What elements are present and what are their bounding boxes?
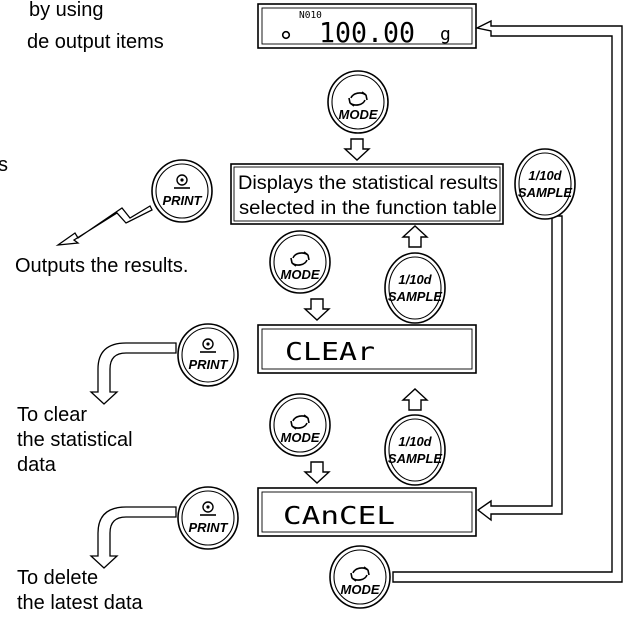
sample-key-2[interactable]: 1/10d SAMPLE bbox=[384, 252, 446, 324]
outputs-results-text: Outputs the results. bbox=[15, 255, 188, 277]
mode-key-2[interactable]: MODE bbox=[269, 230, 331, 294]
clear-bent-arrow bbox=[89, 342, 177, 405]
stable-indicator-icon bbox=[281, 30, 291, 40]
print-key-1[interactable]: PRINT bbox=[151, 159, 213, 223]
sample-key-top-label: 1/10d bbox=[398, 272, 432, 287]
flow-down-arrow-2 bbox=[304, 298, 330, 321]
mode-key-4[interactable]: MODE bbox=[329, 545, 391, 609]
print-key-label: PRINT bbox=[189, 520, 229, 535]
clear-desc-line-1: To clear bbox=[17, 404, 87, 426]
weight-value: 100.00 bbox=[319, 16, 415, 49]
sample-to-cancel-arrow bbox=[476, 215, 563, 522]
stat-text-line-2: selected in the function table bbox=[239, 198, 497, 219]
sample-key-bottom-label: SAMPLE bbox=[518, 185, 573, 200]
clear-desc-line-2: the statistical bbox=[17, 429, 133, 451]
sample-key-3[interactable]: 1/10d SAMPLE bbox=[384, 414, 446, 486]
left-fragment-text: s bbox=[0, 154, 8, 176]
sample-key-top-label: 1/10d bbox=[398, 434, 432, 449]
return-loop-arrow bbox=[392, 19, 623, 583]
flow-up-arrow-1 bbox=[402, 225, 428, 248]
mode-cycle-icon bbox=[329, 545, 391, 609]
statistics-box bbox=[230, 163, 504, 225]
mode-key-1[interactable]: MODE bbox=[327, 70, 389, 134]
cancel-display bbox=[257, 487, 477, 537]
clear-display-text: CLEAr bbox=[285, 337, 375, 366]
mode-cycle-icon bbox=[327, 70, 389, 134]
print-key-label: PRINT bbox=[163, 193, 203, 208]
mode-key-3[interactable]: MODE bbox=[269, 393, 331, 457]
top-left-text-2: de output items bbox=[27, 31, 164, 53]
print-icon bbox=[151, 159, 213, 223]
output-lightning-icon bbox=[55, 205, 153, 246]
print-icon bbox=[177, 323, 239, 387]
delete-desc-line-2: the latest data bbox=[17, 592, 144, 614]
mode-key-label: MODE bbox=[341, 582, 380, 597]
sample-key-top-label: 1/10d bbox=[528, 168, 562, 183]
clear-desc-line-3: data bbox=[17, 454, 57, 476]
clear-display bbox=[257, 324, 477, 374]
sample-key-right[interactable]: 1/10d SAMPLE bbox=[514, 148, 576, 220]
print-icon bbox=[177, 486, 239, 550]
sample-counter: N010 bbox=[299, 10, 322, 21]
flow-up-arrow-2 bbox=[402, 388, 428, 411]
print-key-2[interactable]: PRINT bbox=[177, 323, 239, 387]
top-display bbox=[257, 3, 477, 49]
stat-text-line-1: Displays the statistical results bbox=[238, 173, 498, 194]
top-left-text: by using bbox=[29, 0, 104, 21]
unit-label: g bbox=[440, 24, 451, 45]
print-key-3[interactable]: PRINT bbox=[177, 486, 239, 550]
mode-cycle-icon bbox=[269, 393, 331, 457]
flow-down-arrow-3 bbox=[304, 461, 330, 484]
delete-desc-line-1: To delete bbox=[17, 567, 98, 589]
sample-key-bottom-label: SAMPLE bbox=[388, 289, 443, 304]
cancel-display-text: CAnCEL bbox=[283, 501, 395, 530]
mode-key-label: MODE bbox=[281, 430, 320, 445]
delete-bent-arrow bbox=[89, 506, 177, 569]
print-key-label: PRINT bbox=[189, 357, 229, 372]
mode-key-label: MODE bbox=[281, 267, 320, 282]
flow-down-arrow-1 bbox=[344, 138, 370, 161]
mode-cycle-icon bbox=[269, 230, 331, 294]
sample-key-bottom-label: SAMPLE bbox=[388, 451, 443, 466]
mode-key-label: MODE bbox=[339, 107, 378, 122]
